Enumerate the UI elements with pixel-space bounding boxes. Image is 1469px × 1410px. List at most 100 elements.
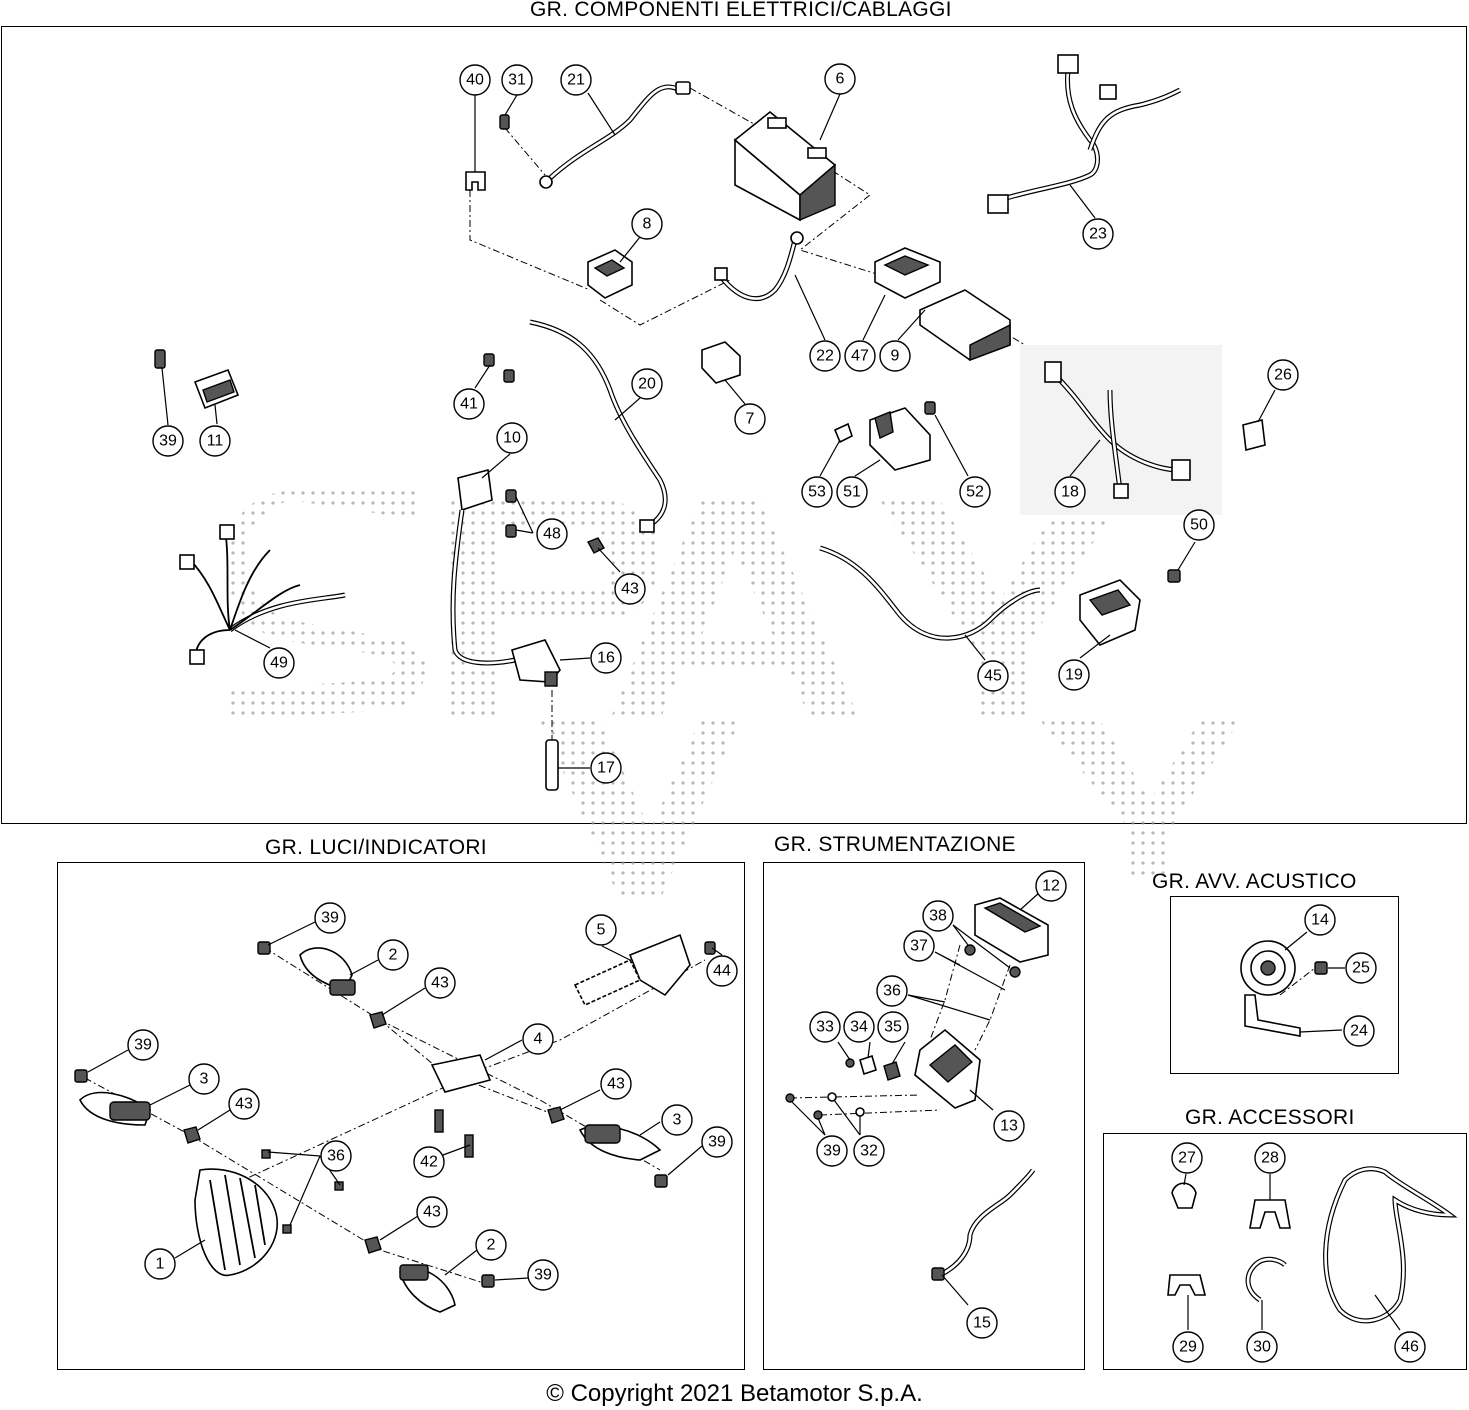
svg-text:23: 23 [1089, 226, 1107, 243]
svg-text:39: 39 [134, 1037, 152, 1054]
svg-text:43: 43 [423, 1204, 441, 1221]
callout-40: 40 [459, 64, 491, 96]
callout-28: 28 [1254, 1142, 1286, 1174]
horn-parts [1240, 940, 1328, 1037]
title-electrical: GR. COMPONENTI ELETTRICI/CABLAGGI [528, 0, 954, 22]
svg-text:16: 16 [597, 650, 615, 667]
callout-13: 13 [993, 1110, 1025, 1142]
callout-38: 38 [922, 900, 954, 932]
svg-text:11: 11 [207, 433, 224, 450]
callout-39: 39 [816, 1135, 848, 1167]
svg-text:43: 43 [431, 975, 449, 992]
svg-text:32: 32 [860, 1143, 878, 1160]
svg-text:53: 53 [808, 484, 826, 501]
callout-30: 30 [1246, 1331, 1278, 1363]
svg-text:31: 31 [508, 72, 526, 89]
callout-19: 19 [1058, 659, 1090, 691]
callout-37: 37 [903, 930, 935, 962]
svg-text:22: 22 [816, 348, 834, 365]
callout-6: 6 [824, 63, 856, 95]
svg-text:14: 14 [1311, 912, 1329, 929]
callout-20: 20 [631, 368, 663, 400]
callout-42: 42 [413, 1146, 445, 1178]
svg-text:25: 25 [1352, 960, 1370, 977]
callout-36: 36 [320, 1140, 352, 1172]
svg-text:40: 40 [466, 72, 484, 89]
svg-text:43: 43 [235, 1096, 253, 1113]
svg-text:3: 3 [673, 1112, 682, 1129]
callout-3: 3 [188, 1063, 220, 1095]
svg-text:3: 3 [200, 1071, 209, 1088]
svg-text:15: 15 [973, 1315, 991, 1332]
svg-text:6: 6 [836, 71, 845, 88]
svg-text:29: 29 [1179, 1339, 1197, 1356]
svg-text:1: 1 [156, 1256, 165, 1273]
svg-text:2: 2 [389, 947, 398, 964]
callout-25: 25 [1345, 952, 1377, 984]
callout-41: 41 [453, 388, 485, 420]
instruments-frame [763, 862, 1085, 1370]
callout-48: 48 [536, 518, 568, 550]
accessories-parts [1167, 1166, 1458, 1324]
svg-text:19: 19 [1065, 667, 1083, 684]
svg-text:45: 45 [984, 668, 1002, 685]
callout-33: 33 [809, 1011, 841, 1043]
callout-34: 34 [843, 1011, 875, 1043]
svg-text:33: 33 [816, 1019, 834, 1036]
svg-text:26: 26 [1274, 367, 1292, 384]
svg-text:50: 50 [1190, 517, 1208, 534]
callout-15: 15 [966, 1307, 998, 1339]
svg-text:39: 39 [534, 1267, 552, 1284]
callout-39: 39 [527, 1259, 559, 1291]
callout-7: 7 [734, 403, 766, 435]
svg-text:9: 9 [891, 348, 900, 365]
callout-12: 12 [1035, 870, 1067, 902]
callout-47: 47 [844, 340, 876, 372]
callout-43: 43 [424, 967, 456, 999]
callout-31: 31 [501, 64, 533, 96]
svg-text:51: 51 [843, 484, 861, 501]
electrical-parts [154, 54, 1266, 791]
callout-21: 21 [560, 64, 592, 96]
svg-text:43: 43 [607, 1076, 625, 1093]
svg-text:36: 36 [327, 1148, 345, 1165]
callout-18: 18 [1054, 476, 1086, 508]
callout-2: 2 [377, 939, 409, 971]
callout-39: 39 [314, 902, 346, 934]
svg-text:44: 44 [713, 963, 731, 980]
callouts-electrical: 40 31 21 6 8 22 47 9 23 41 20 7 26 39 11… [152, 63, 1299, 784]
horn-frame [1170, 896, 1399, 1074]
callout-45: 45 [977, 660, 1009, 692]
svg-text:4: 4 [534, 1031, 543, 1048]
lights-parts [74, 933, 716, 1313]
callout-24: 24 [1343, 1015, 1375, 1047]
svg-text:43: 43 [621, 581, 639, 598]
svg-text:5: 5 [597, 922, 606, 939]
callout-3: 3 [661, 1104, 693, 1136]
svg-text:38: 38 [929, 908, 947, 925]
svg-text:34: 34 [850, 1019, 868, 1036]
callout-32: 32 [853, 1135, 885, 1167]
svg-text:39: 39 [159, 433, 177, 450]
electrical-frame [1, 26, 1467, 824]
svg-text:48: 48 [543, 526, 561, 543]
svg-text:37: 37 [910, 938, 928, 955]
title-lights: GR. LUCI/INDICATORI [265, 836, 487, 859]
callout-22: 22 [809, 340, 841, 372]
svg-text:49: 49 [270, 655, 288, 672]
svg-text:41: 41 [460, 396, 478, 413]
callout-49: 49 [263, 647, 295, 679]
callout-43: 43 [228, 1088, 260, 1120]
title-accessories: GR. ACCESSORI [1185, 1106, 1355, 1129]
accessories-frame [1103, 1133, 1467, 1370]
callout-17: 17 [590, 752, 622, 784]
callouts-horn: 14 25 24 [1304, 904, 1377, 1047]
title-instruments: GR. STRUMENTAZIONE [774, 833, 1016, 856]
callout-39: 39 [152, 425, 184, 457]
callout-43: 43 [600, 1068, 632, 1100]
svg-text:46: 46 [1401, 1339, 1419, 1356]
callout-9: 9 [879, 340, 911, 372]
svg-text:18: 18 [1061, 484, 1079, 501]
callout-43: 43 [614, 573, 646, 605]
